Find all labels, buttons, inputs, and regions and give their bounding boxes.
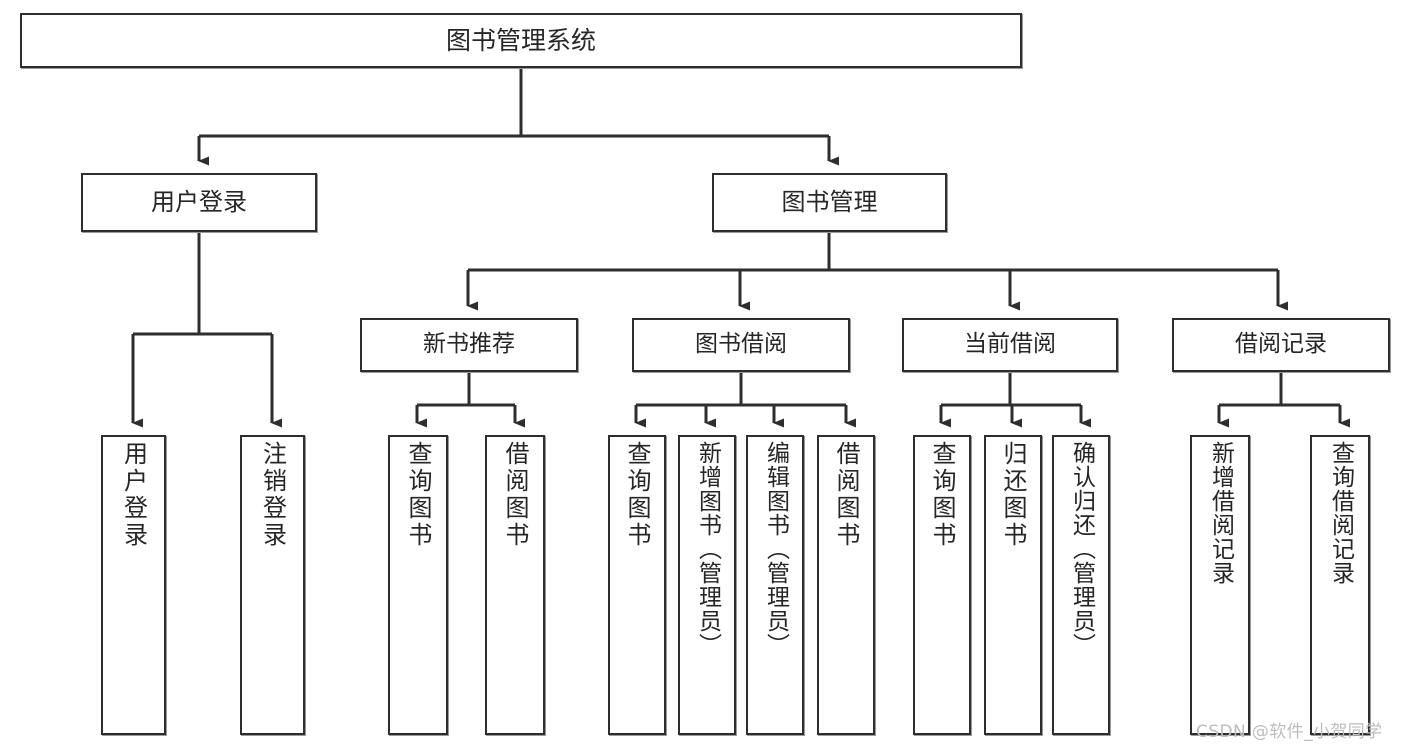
node-label: 新书推荐 [423,331,515,358]
node-level2-new-book-recommend: 新书推荐 [360,318,578,372]
node-leaf-leaf-query-book-3: 查询图书 [913,435,971,735]
node-level2-book-borrow: 图书借阅 [632,318,850,372]
connector-lines [131,68,1350,428]
node-label: 确认归还（管理员） [1068,441,1095,657]
node-label: 编辑图书（管理员） [762,441,789,657]
node-root: 图书管理系统 [20,13,1022,68]
node-label: 图书借阅 [695,331,787,358]
node-leaf-leaf-confirm-return: 确认归还（管理员） [1052,435,1110,735]
node-leaf-leaf-add-book: 新增图书（管理员） [678,435,736,735]
node-leaf-leaf-query-book-1: 查询图书 [388,435,448,735]
node-leaf-leaf-query-book-2: 查询图书 [608,435,666,735]
node-leaf-leaf-query-record: 查询借阅记录 [1310,435,1370,735]
node-label: 新增借阅记录 [1207,441,1234,585]
node-label: 查询图书 [928,441,956,549]
node-leaf-leaf-return-book: 归还图书 [984,435,1042,735]
node-leaf-leaf-borrow-book-1: 借阅图书 [485,435,545,735]
node-label: 借阅图书 [832,441,860,549]
node-label: 当前借阅 [964,331,1056,358]
node-label: 借阅记录 [1235,331,1327,358]
node-level2-borrow-record: 借阅记录 [1172,318,1390,372]
csdn-watermark: CSDN @软件_小贺同学 [1196,722,1383,742]
node-leaf-leaf-borrow-book-2: 借阅图书 [817,435,875,735]
node-label: 用户登录 [119,441,148,549]
node-leaf-leaf-logout: 注销登录 [240,435,305,735]
node-leaf-leaf-edit-book: 编辑图书（管理员） [746,435,804,735]
node-leaf-leaf-user-login: 用户登录 [101,435,166,735]
node-label: 图书管理 [781,188,878,217]
node-label: 注销登录 [258,441,287,549]
node-label: 借阅图书 [501,441,529,549]
node-leaf-leaf-add-record: 新增借阅记录 [1190,435,1250,735]
node-label: 新增图书（管理员） [694,441,721,657]
node-level1-user-login: 用户登录 [81,173,317,232]
node-label: 图书管理系统 [445,25,596,55]
node-label: 归还图书 [999,441,1027,549]
node-level1-book-manage: 图书管理 [712,173,947,232]
node-label: 查询图书 [623,441,651,549]
node-label: 用户登录 [151,188,247,217]
node-label: 查询图书 [404,441,432,549]
node-level2-current-borrow: 当前借阅 [902,318,1118,372]
node-label: 查询借阅记录 [1327,441,1354,585]
